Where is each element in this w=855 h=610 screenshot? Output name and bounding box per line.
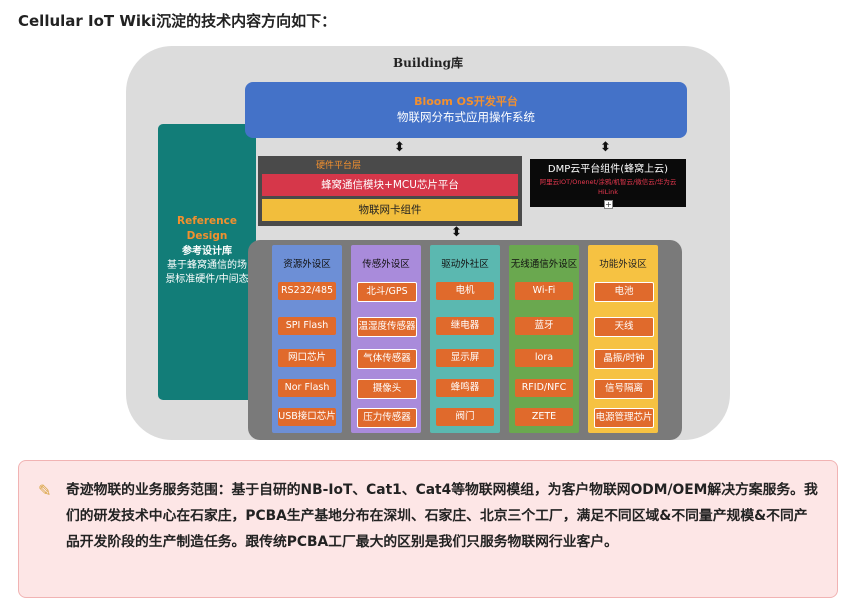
peripheral-item: 摄像头 bbox=[357, 379, 417, 399]
peripheral-item: Nor Flash bbox=[278, 379, 336, 397]
arrow-bloom-hardware-icon: ⬍ bbox=[394, 140, 405, 155]
iot-card-bar: 物联网卡组件 bbox=[262, 199, 518, 221]
bloom-os-subtitle: 物联网分布式应用操作系统 bbox=[397, 110, 535, 124]
arrow-bloom-dmp-icon: ⬍ bbox=[600, 140, 611, 155]
expand-plus-icon[interactable]: + bbox=[604, 200, 613, 209]
peripheral-item: USB接口芯片 bbox=[278, 408, 336, 426]
peripheral-item: lora bbox=[515, 349, 573, 367]
peripheral-item: 网口芯片 bbox=[278, 349, 336, 367]
peripheral-item: 电池 bbox=[594, 282, 654, 302]
peripheral-item: 北斗/GPS bbox=[357, 282, 417, 302]
reference-title-cn: 参考设计库 bbox=[182, 246, 232, 257]
peripheral-item: 蜂鸣器 bbox=[436, 379, 494, 397]
peripheral-item: RFID/NFC bbox=[515, 379, 573, 397]
pencil-icon: ✎ bbox=[38, 481, 52, 500]
peripheral-item: 电机 bbox=[436, 282, 494, 300]
peripheral-item: 继电器 bbox=[436, 317, 494, 335]
peripheral-item: 天线 bbox=[594, 317, 654, 337]
peripheral-column-title: 资源外设区 bbox=[283, 259, 331, 270]
peripheral-column: 功能外设区电池天线晶振/时钟信号隔离电源管理芯片 bbox=[588, 245, 658, 433]
page-title: Cellular IoT Wiki沉淀的技术内容方向如下： bbox=[18, 12, 337, 30]
peripheral-item: 信号隔离 bbox=[594, 379, 654, 399]
building-library-title: Building库 bbox=[392, 56, 464, 70]
reference-title-line1: Reference bbox=[176, 215, 238, 227]
peripheral-column: 传感外设区北斗/GPS 温湿度传感器气体传感器摄像头压力传感器 bbox=[351, 245, 421, 433]
callout-text: 奇迹物联的业务服务范围：基于自研的NB-IoT、Cat1、Cat4等物联网模组，… bbox=[66, 482, 818, 550]
bloom-os-box: Bloom OS开发平台 物联网分布式应用操作系统 bbox=[245, 82, 687, 138]
peripheral-item: 阀门 bbox=[436, 408, 494, 426]
dmp-platforms: 阿里云IOT/Onenet/涂鸦/机智云/微信云/华为云HiLink bbox=[539, 178, 677, 196]
peripheral-column-title: 传感外设区 bbox=[362, 259, 410, 270]
dmp-title: DMP云平台组件(蜂窝上云) bbox=[547, 164, 669, 175]
dmp-cloud-box: DMP云平台组件(蜂窝上云) 阿里云IOT/Onenet/涂鸦/机智云/微信云/… bbox=[530, 159, 686, 207]
peripheral-item: ZETE bbox=[515, 408, 573, 426]
cellular-module-bar: 蜂窝通信模块+MCU芯片平台 bbox=[262, 174, 518, 196]
reference-design-box: Reference Design 参考设计库 基于蜂窝通信的场景标准硬件/中间态 bbox=[158, 124, 256, 400]
reference-title-line2: Design bbox=[186, 230, 228, 242]
peripheral-item: 温湿度传感器 bbox=[357, 317, 417, 337]
bloom-os-title: Bloom OS开发平台 bbox=[414, 95, 518, 108]
peripheral-item: 压力传感器 bbox=[357, 408, 417, 428]
peripheral-item: 显示屏 bbox=[436, 349, 494, 367]
peripheral-item: 电源管理芯片 bbox=[594, 408, 654, 428]
peripheral-column-title: 驱动外社区 bbox=[441, 259, 489, 270]
info-callout bbox=[18, 460, 838, 598]
peripheral-item: 蓝牙 bbox=[515, 317, 573, 335]
arrow-hardware-peripheral-icon: ⬍ bbox=[451, 225, 462, 240]
peripheral-item: 晶振/时钟 bbox=[594, 349, 654, 369]
peripheral-column-title: 功能外设区 bbox=[599, 259, 647, 270]
reference-description: 基于蜂窝通信的场景标准硬件/中间态 bbox=[165, 260, 249, 285]
peripheral-item: SPI Flash bbox=[278, 317, 336, 335]
peripheral-item: RS232/485 bbox=[278, 282, 336, 300]
peripheral-column: 驱动外社区电机继电器显示屏蜂鸣器阀门 bbox=[430, 245, 500, 433]
peripheral-item: Wi-Fi bbox=[515, 282, 573, 300]
peripheral-column-title: 无线通信外设区 bbox=[510, 259, 578, 270]
peripheral-item: 气体传感器 bbox=[357, 349, 417, 369]
hardware-platform-title: 硬件平台层 bbox=[316, 161, 362, 171]
